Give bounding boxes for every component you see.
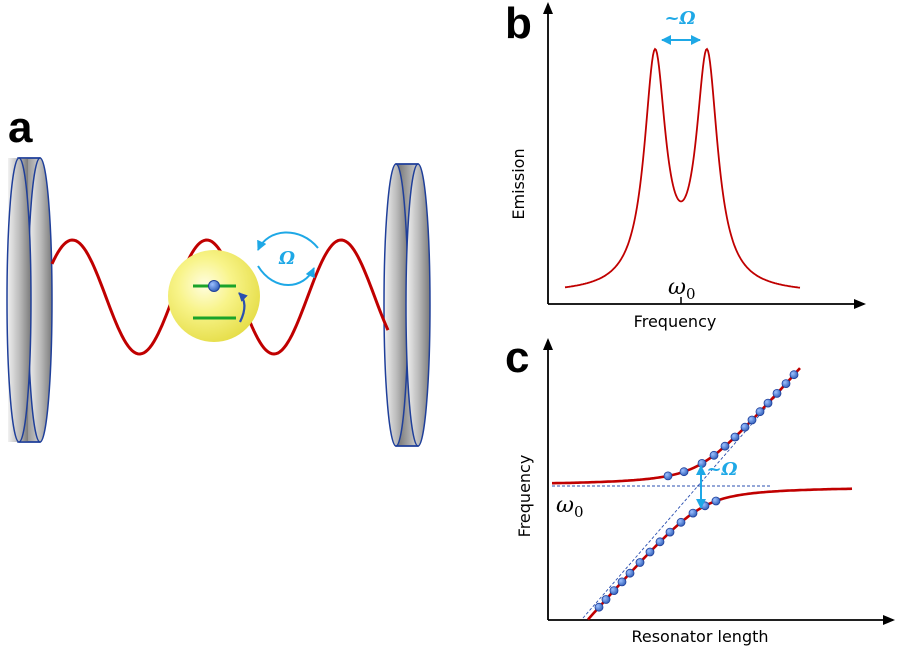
atom [168,250,260,342]
panel-b: b ω0 ~Ω Frequency Emission [505,0,866,331]
lower-branch-point [711,496,721,506]
upper-branch-point [747,415,757,425]
lower-branch-point [617,577,627,587]
panel-c-y-label: Frequency [515,455,534,538]
panel-b-letter: b [505,0,532,48]
lower-branch-point [635,558,645,567]
upper-branch-point [663,471,673,481]
omega0-level-label: ω0 [556,493,584,521]
upper-polariton-branch [552,367,801,485]
lower-polariton-branch [587,487,853,621]
upper-branch-point [772,388,782,398]
lower-branch-point [676,517,686,527]
omega0-tick-label: ω0 [668,275,696,303]
panel-c-x-label: Resonator length [631,627,768,646]
upper-branch-point [679,467,689,477]
lower-branch-point [665,527,675,537]
upper-branch-point [740,422,750,432]
emission-spectrum-curve [564,47,801,289]
lower-branch-point [594,602,604,612]
lower-branch-point [601,595,611,604]
upper-branch-point [755,407,765,417]
rabi-frequency-label: Ω [278,248,295,269]
lower-branch-point [609,586,619,595]
electron-dot [208,280,220,292]
panel-c: c ~Ω ω0 Resonator length Frequency [505,333,895,646]
left-mirror [6,157,53,443]
upper-branch-point [763,398,773,408]
lower-branch-point [655,537,665,547]
bare-cavity-line [582,371,798,619]
panel-c-letter: c [505,333,529,382]
splitting-label-c: ~Ω [706,459,737,480]
panel-b-x-label: Frequency [634,312,717,331]
lower-branch-point [625,568,635,578]
rabi-cycle-arrows: Ω [257,231,319,286]
lower-branch-point [645,547,655,557]
upper-branch-point [781,379,791,389]
transition-arrow [238,292,248,323]
upper-branch-point [789,370,799,380]
upper-branch-point [709,450,719,460]
lower-branch-point [688,508,698,518]
lower-branch-point [700,501,710,511]
panel-b-y-label: Emission [509,148,528,219]
splitting-label-b: ~Ω [664,8,695,29]
panel-a: a Ω [6,103,431,447]
right-mirror [383,163,431,447]
upper-branch-point [720,441,730,451]
panel-a-letter: a [8,103,33,152]
upper-branch-point [730,432,740,442]
